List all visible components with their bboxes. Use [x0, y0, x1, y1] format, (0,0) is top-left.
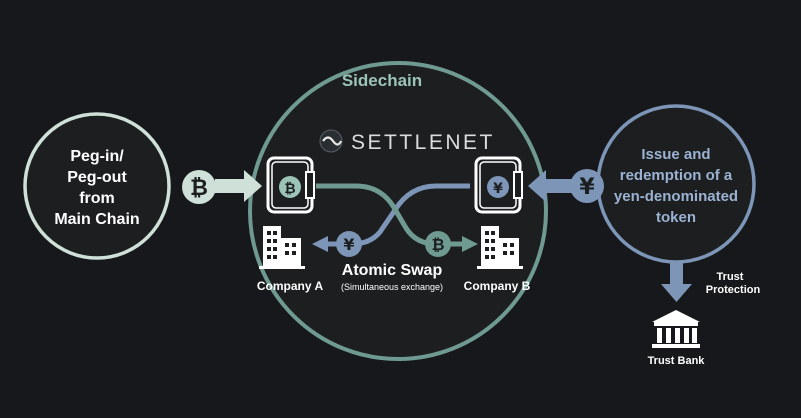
- trust-arrow: [661, 262, 692, 302]
- atomic-swap-title: Atomic Swap: [342, 262, 443, 279]
- trust-protection-line2: Protection: [706, 284, 761, 296]
- bank-icon: [652, 310, 700, 348]
- atomic-swap-subtitle: (Simultaneous exchange): [341, 282, 443, 292]
- yen-arrow: [528, 170, 575, 202]
- yen-token-line1: Issue and: [641, 146, 710, 163]
- bitcoin-icon: ₿: [425, 231, 451, 257]
- wallet-a-bitcoin: ₿: [284, 181, 295, 197]
- swap-yen-symbol: ¥: [343, 235, 354, 254]
- yen-token-line2: redemption of a: [620, 167, 733, 184]
- yen-token-circle: Issue and redemption of a yen-denominate…: [596, 104, 756, 264]
- main-chain-line2: Peg-out: [67, 169, 127, 186]
- wallet-icon: ₿: [266, 156, 315, 214]
- building-icon: [477, 226, 523, 269]
- trust-bank-label: Trust Bank: [648, 355, 706, 367]
- company-a-label: Company A: [257, 279, 324, 293]
- building-icon: [259, 226, 305, 269]
- sidechain-title: Sidechain: [342, 71, 422, 90]
- yen-token-line4: token: [656, 209, 696, 226]
- wallet-icon: ¥: [474, 156, 523, 214]
- main-chain-line3: from: [79, 190, 115, 207]
- brand-name: SETTLENET: [351, 131, 495, 154]
- swap-bitcoin-symbol: ₿: [431, 235, 444, 254]
- settlenet-logo: SETTLENET: [319, 129, 495, 154]
- main-chain-circle: Peg-in/ Peg-out from Main Chain: [23, 112, 171, 260]
- main-chain-line1: Peg-in/: [70, 148, 124, 165]
- settlenet-logo-icon: [319, 129, 343, 153]
- main-chain-line4: Main Chain: [54, 211, 139, 228]
- yen-icon: ¥: [336, 231, 362, 257]
- peg-arrow: [215, 170, 262, 202]
- yen-icon: ¥: [570, 169, 604, 203]
- bitcoin-symbol: ₿: [190, 176, 208, 201]
- yen-symbol: ¥: [579, 175, 595, 200]
- bitcoin-icon: ₿: [182, 170, 216, 204]
- trust-protection-line1: Trust: [717, 271, 744, 283]
- wallet-b-yen: ¥: [493, 181, 503, 197]
- company-b-label: Company B: [464, 279, 531, 293]
- yen-token-line3: yen-denominated: [614, 188, 738, 205]
